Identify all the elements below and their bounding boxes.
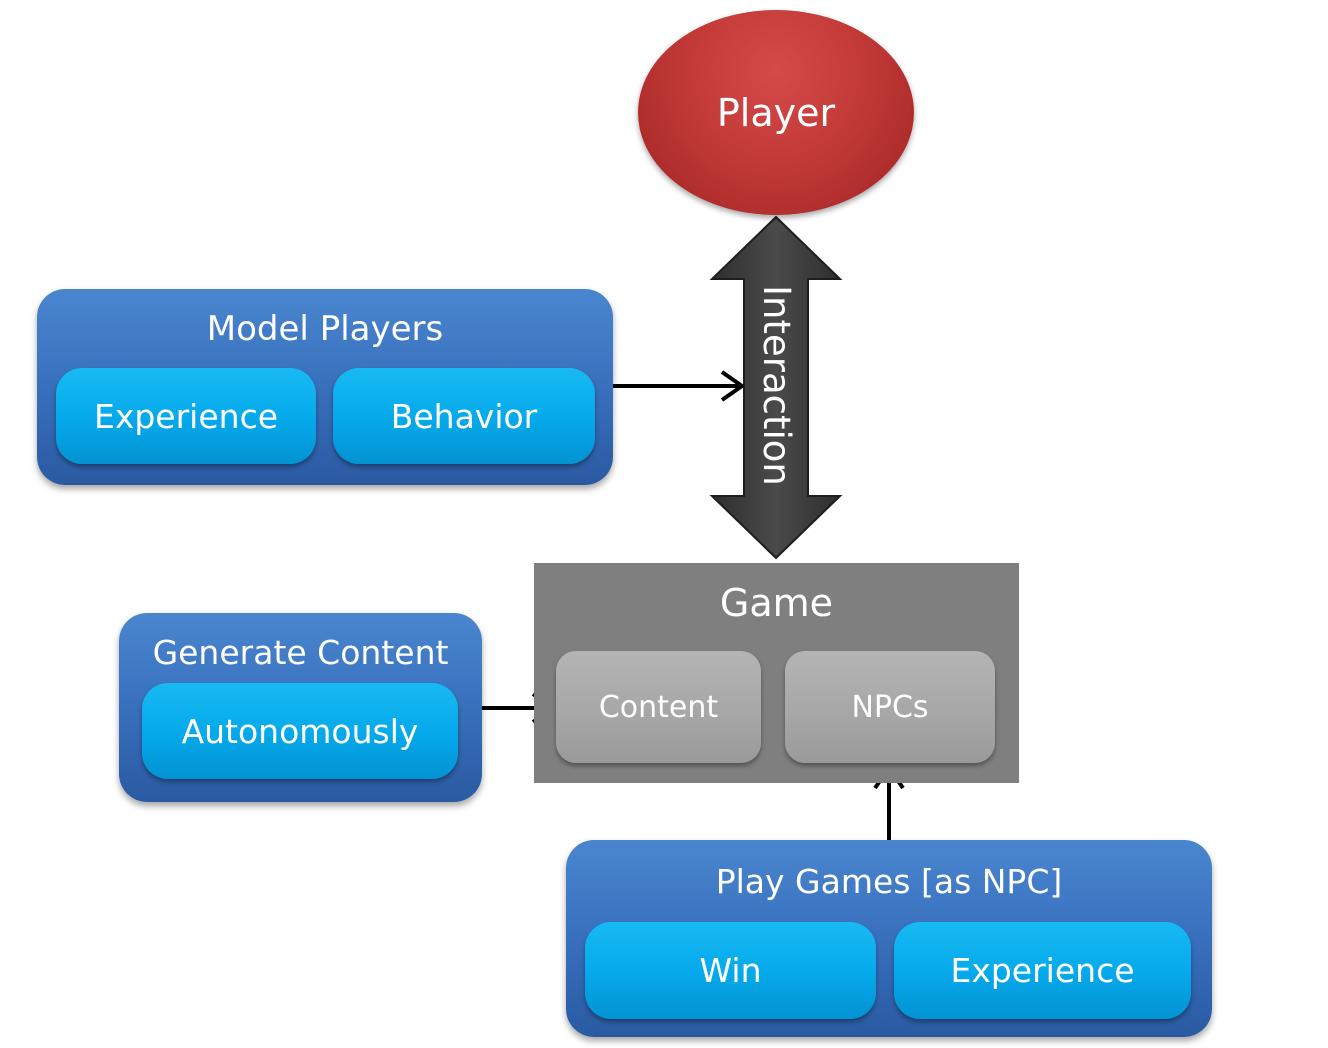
- game-box: Game Content NPCs: [534, 563, 1019, 783]
- play-games-group: Play Games [as NPC] Win Experience: [566, 840, 1212, 1037]
- model-players-title: Model Players: [206, 309, 444, 349]
- generate-content-autonomously: Autonomously: [142, 683, 458, 779]
- model-players-group: Model Players Experience Behavior: [37, 289, 613, 485]
- game-content: Content: [556, 651, 761, 763]
- interaction-label: Interaction: [754, 284, 798, 486]
- game-title: Game: [719, 581, 834, 625]
- interaction-double-arrow: [709, 215, 843, 560]
- model-players-experience: Experience: [56, 368, 316, 464]
- play-games-win: Win: [585, 922, 876, 1019]
- model-players-behavior: Behavior: [333, 368, 595, 464]
- generate-content-group: Generate Content Autonomously: [119, 613, 482, 802]
- play-games-experience: Experience: [894, 922, 1191, 1019]
- player-label: Player: [716, 90, 836, 135]
- arrow-model-to-interaction: [612, 370, 744, 402]
- play-games-title: Play Games [as NPC]: [715, 862, 1063, 901]
- game-npcs: NPCs: [785, 651, 995, 763]
- player-node: Player: [638, 10, 914, 215]
- generate-content-title: Generate Content: [152, 633, 449, 672]
